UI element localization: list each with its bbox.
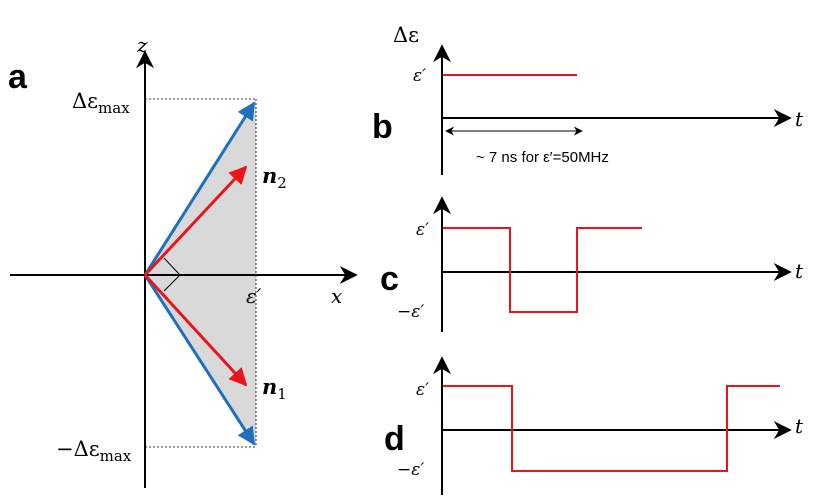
b-ylabel: Δε <box>393 23 419 47</box>
panel-b-letter: b <box>372 108 393 146</box>
blue-vector-top <box>143 101 256 276</box>
red-vector-n1 <box>143 273 248 387</box>
n2-label: n2 <box>262 163 287 192</box>
eps-label-a: ε′ <box>246 284 262 308</box>
panel-a: a z x ε′ Δεmax −Δεmax n2 n1 <box>8 33 358 488</box>
d-eps-label: ε′ <box>416 380 429 400</box>
b-eps-label: ε′ <box>413 66 426 86</box>
c-t-label: t <box>795 259 804 283</box>
x-axis-label: x <box>331 284 342 308</box>
z-axis-label: z <box>136 33 148 57</box>
n1-label: n1 <box>262 374 287 403</box>
panel-d: d ε′ −ε′ t <box>384 356 804 495</box>
right-angle-mark <box>163 257 181 292</box>
b-t-label: t <box>795 107 804 131</box>
red-vector-n2 <box>143 165 248 277</box>
blue-vector-bottom <box>143 274 256 446</box>
c-pulse <box>443 227 642 313</box>
panel-a-letter: a <box>8 58 28 96</box>
neg-delta-eps-max-label: −Δεmax <box>56 437 132 465</box>
d-t-label: t <box>795 414 804 438</box>
d-neg-eps-label: −ε′ <box>397 460 424 480</box>
panel-d-letter: d <box>384 420 405 458</box>
panel-c-letter: c <box>380 260 399 298</box>
delta-eps-max-label: Δεmax <box>72 89 130 117</box>
d-pulse <box>443 385 780 472</box>
c-eps-label: ε′ <box>416 220 429 240</box>
panel-c: c ε′ −ε′ t <box>380 196 804 332</box>
panel-b: b Δε ε′ t ~ 7 ns for ε′=50MHz <box>372 23 804 175</box>
c-neg-eps-label: −ε′ <box>397 302 424 322</box>
b-note: ~ 7 ns for ε′=50MHz <box>476 149 609 166</box>
shaded-region <box>145 100 256 447</box>
